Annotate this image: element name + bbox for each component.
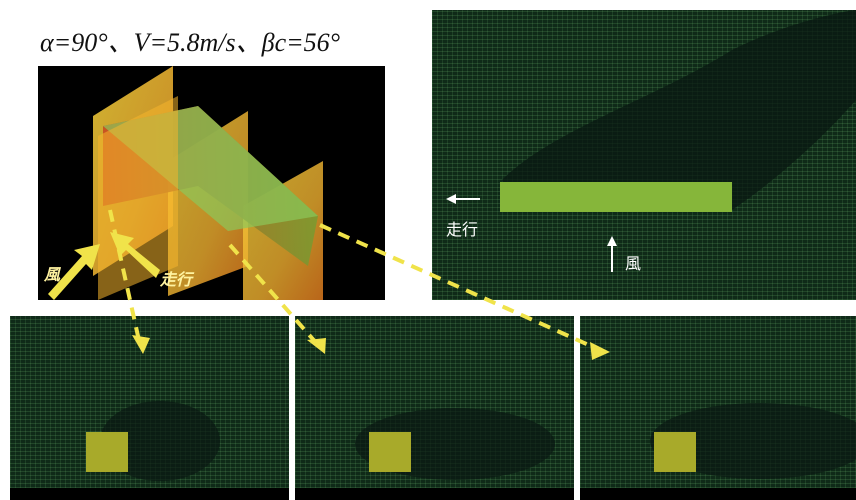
connector-arrow-2	[228, 243, 320, 347]
section-panel-1	[10, 316, 289, 500]
section-panel-3	[580, 316, 856, 500]
connector-arrow-3	[319, 223, 601, 352]
wind-label-right: 風	[625, 254, 642, 273]
section-3-svg	[580, 403, 856, 500]
top-flow-svg	[446, 10, 856, 272]
3d-render-svg	[93, 66, 323, 300]
wind-label-left: 風	[44, 265, 61, 284]
travel-label-right: 走行	[446, 220, 479, 239]
top-flow-panel: 走行 風	[432, 10, 856, 300]
3d-render-panel: 風 走行	[38, 66, 385, 300]
travel-label-left: 走行	[160, 270, 193, 289]
section-panel-2	[295, 316, 574, 500]
condition-title: α=90°、V=5.8m/s、βc=56°	[40, 28, 341, 57]
section-1-svg	[10, 401, 289, 500]
connector-arrow-1	[108, 209, 142, 346]
section-2-svg	[295, 408, 574, 500]
arrows-in-render	[48, 232, 160, 300]
